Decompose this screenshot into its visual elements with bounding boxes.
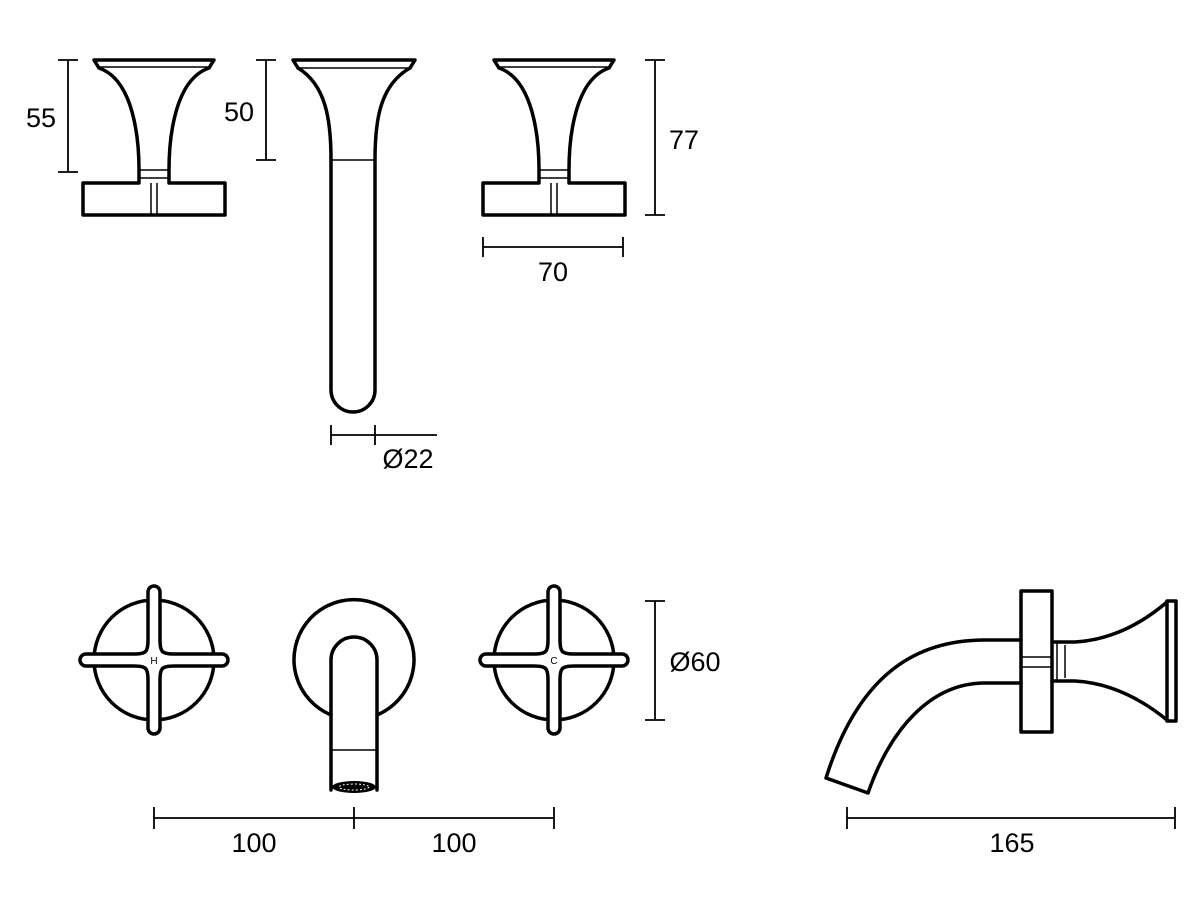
dimension-spout-projection: 165: [846, 807, 1176, 858]
hot-handle-side-view: [81, 58, 227, 217]
cold-mark: C: [550, 656, 557, 667]
dimension-label: Ø60: [669, 647, 720, 677]
dimension-label: Ø22: [382, 444, 433, 474]
dimension-label: 77: [669, 125, 699, 155]
dimension-label: 50: [224, 97, 254, 127]
dimension-label: 100: [431, 828, 476, 858]
dimension-spout-flare: 50: [224, 59, 276, 161]
dimension-handle-width: 70: [482, 237, 624, 287]
dimension-overall-height: 77: [645, 59, 699, 216]
spout-front-view: [291, 58, 417, 414]
spout-side-view: [824, 589, 1178, 795]
dimension-label: 100: [231, 828, 276, 858]
dimension-label: 70: [538, 257, 568, 287]
hot-handle-front-view: H: [78, 584, 230, 736]
dimension-spout-diameter: Ø22: [330, 425, 437, 474]
hot-mark: H: [150, 656, 157, 667]
dimension-centres: 100 100: [153, 807, 555, 858]
spout-wall-plate-front-view: [292, 597, 416, 793]
dimension-label: 55: [26, 103, 56, 133]
dimension-handle-height: 55: [26, 59, 78, 173]
dimension-plate-diameter: Ø60: [645, 600, 721, 721]
dimension-label: 165: [989, 828, 1034, 858]
cold-handle-side-view: [481, 58, 627, 217]
cold-handle-front-view: C: [478, 584, 630, 736]
